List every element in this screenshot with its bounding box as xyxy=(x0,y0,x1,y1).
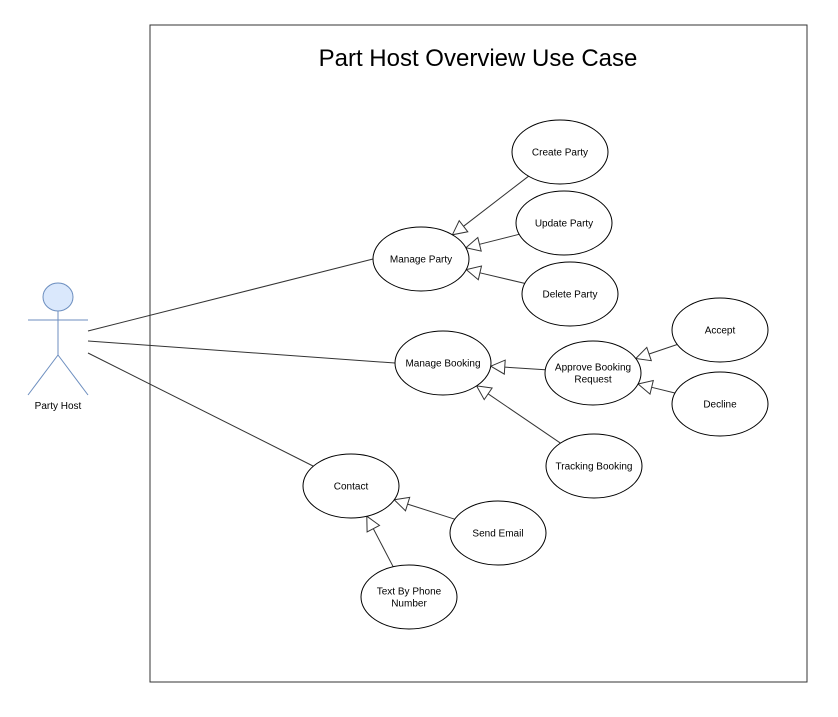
generalization-update-party-to-manage-party xyxy=(464,233,520,252)
generalization-line xyxy=(479,233,520,245)
use-case-update-party[interactable]: Update Party xyxy=(515,190,613,256)
association-contact xyxy=(87,352,314,467)
generalization-line xyxy=(648,344,678,355)
use-case-accept[interactable]: Accept xyxy=(671,297,769,363)
use-case-delete-party[interactable]: Delete Party xyxy=(521,261,619,327)
generalization-arrowhead xyxy=(489,359,506,375)
use-case-ellipse xyxy=(671,297,769,363)
use-case-manage-party[interactable]: Manage Party xyxy=(372,226,470,292)
associations xyxy=(87,258,396,467)
generalization-arrowhead xyxy=(393,496,411,512)
use-case-label: Contact xyxy=(334,482,369,493)
use-case-tracking-booking[interactable]: Tracking Booking xyxy=(545,433,643,499)
generalization-line xyxy=(407,503,455,520)
generalization-arrowhead xyxy=(475,385,493,401)
generalization-line xyxy=(651,386,676,394)
use-case-label: Decline xyxy=(703,400,737,411)
use-case-label: Tracking Booking xyxy=(556,462,633,473)
use-case-create-party[interactable]: Create Party xyxy=(511,119,609,185)
use-case-label: Create Party xyxy=(532,148,588,159)
generalization-line xyxy=(372,528,394,568)
use-case-label: Approve Booking xyxy=(555,363,631,374)
generalization-decline-to-approve-booking-request xyxy=(637,379,676,396)
use-case-ellipse xyxy=(360,564,458,630)
generalization-tracking-booking-to-manage-booking xyxy=(475,385,561,444)
generalization-send-email-to-contact xyxy=(393,496,455,520)
use-case-ellipse xyxy=(394,330,492,396)
use-case-contact[interactable]: Contact xyxy=(302,453,400,519)
generalization-line xyxy=(463,175,529,227)
generalization-line xyxy=(504,366,546,371)
generalizations xyxy=(366,175,678,568)
generalization-arrowhead xyxy=(465,265,483,281)
generalization-arrowhead xyxy=(366,515,381,533)
association-manage-booking xyxy=(87,340,396,364)
generalization-accept-to-approve-booking-request xyxy=(634,344,678,362)
use-case-label: Manage Party xyxy=(390,255,452,266)
use-case-label: Delete Party xyxy=(542,290,597,301)
generalization-text-by-phone-number-to-contact xyxy=(366,515,394,568)
use-case-ellipse xyxy=(372,226,470,292)
actor-leg-right xyxy=(57,354,89,396)
use-case-label: Manage Booking xyxy=(405,359,480,370)
use-case-label: Accept xyxy=(705,326,736,337)
use-case-label: Number xyxy=(391,599,427,610)
use-case-label: Send Email xyxy=(472,529,523,540)
generalization-line xyxy=(487,393,561,444)
use-case-ellipse xyxy=(544,340,642,406)
use-case-label: Request xyxy=(574,375,611,386)
use-case-ellipse xyxy=(671,371,769,437)
generalization-arrowhead xyxy=(637,379,654,396)
actor-label: Party Host xyxy=(35,401,82,412)
association-manage-party xyxy=(87,258,374,332)
diagram-title: Part Host Overview Use Case xyxy=(319,45,638,72)
use-case-ellipse xyxy=(449,500,547,566)
use-case-label: Text By Phone xyxy=(377,587,442,598)
use-case-ellipse xyxy=(302,453,400,519)
generalization-create-party-to-manage-party xyxy=(451,175,529,236)
generalization-arrowhead xyxy=(634,346,653,362)
generalization-arrowhead xyxy=(451,219,469,236)
generalization-line xyxy=(479,272,525,284)
use-case-ellipse xyxy=(521,261,619,327)
generalization-delete-party-to-manage-party xyxy=(465,265,525,284)
generalization-approve-booking-request-to-manage-booking xyxy=(489,359,546,375)
actor-party-host[interactable]: Party Host xyxy=(27,282,89,412)
use-case-send-email[interactable]: Send Email xyxy=(449,500,547,566)
use-case-manage-booking[interactable]: Manage Booking xyxy=(394,330,492,396)
use-case-ellipse xyxy=(545,433,643,499)
use-case-decline[interactable]: Decline xyxy=(671,371,769,437)
use-case-ellipse xyxy=(511,119,609,185)
use-case-label: Update Party xyxy=(535,219,593,230)
actor-leg-left xyxy=(27,354,59,396)
generalization-arrowhead xyxy=(464,236,482,252)
use-case-ellipse xyxy=(515,190,613,256)
actor-head xyxy=(42,282,74,312)
